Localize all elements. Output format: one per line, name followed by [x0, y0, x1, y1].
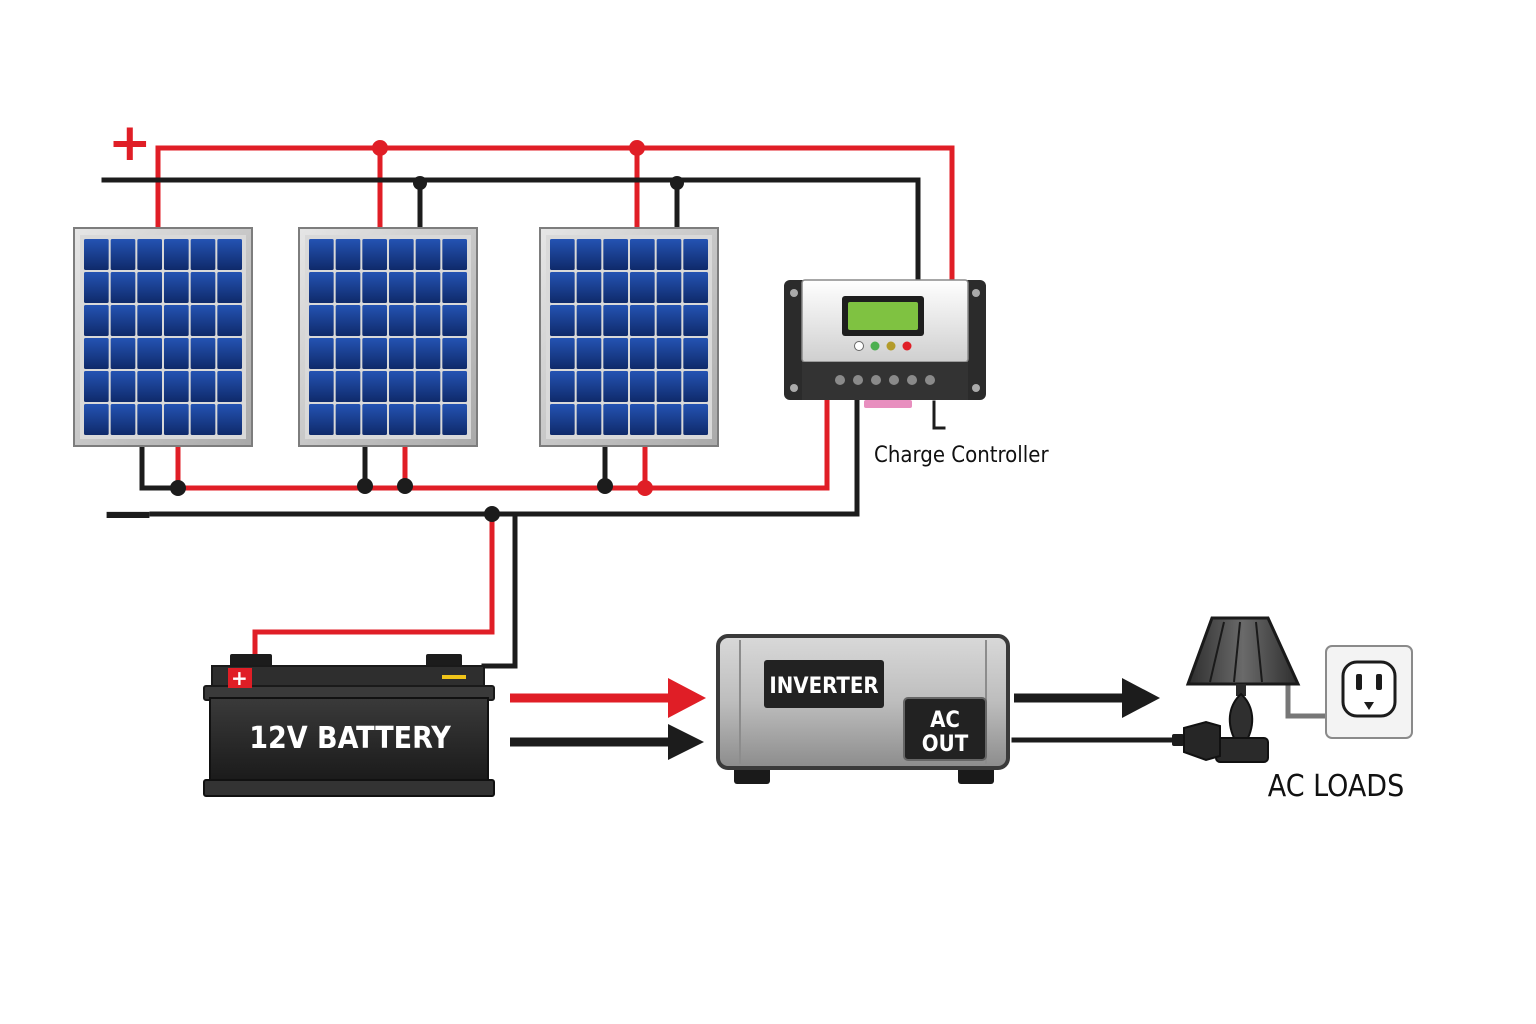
- arrow-right-icon: [668, 678, 706, 718]
- arrow-right-icon: [668, 724, 704, 760]
- solar-panel-icon: [84, 239, 242, 435]
- status-led: [902, 341, 912, 351]
- wall-outlet-icon: [1325, 645, 1413, 739]
- controller-aux-lead: [932, 400, 946, 430]
- charge-controller-label: Charge Controller: [874, 443, 1049, 468]
- negative-bus-symbol: —: [104, 484, 152, 540]
- junction-dot: [637, 480, 653, 496]
- battery-label: 12V BATTERY: [249, 721, 451, 756]
- solar-panel-icon: [550, 239, 708, 435]
- status-led: [870, 341, 880, 351]
- lamp-icon: [1185, 616, 1301, 763]
- junction-dot: [670, 176, 684, 190]
- junction-dot: [397, 478, 413, 494]
- top-negative-bus: [101, 177, 921, 283]
- junction-dots: [170, 140, 684, 522]
- status-led: [886, 341, 896, 351]
- battery-positive-lead: [252, 511, 495, 659]
- junction-dot: [629, 140, 645, 156]
- battery-plus-sign: +: [231, 666, 248, 690]
- junction-dot: [597, 478, 613, 494]
- ac-loads-label: AC LOADS: [1268, 769, 1404, 804]
- junction-dot: [484, 506, 500, 522]
- battery-icon: +: [203, 654, 495, 797]
- ac-out-label-line1: AC: [930, 708, 960, 733]
- arrow-right-icon: [1122, 678, 1160, 718]
- solar-panel-2: [298, 227, 478, 447]
- lamp-outlet-cable: [1285, 681, 1329, 719]
- inverter-label: INVERTER: [769, 674, 878, 699]
- solar-panel-3: [539, 227, 719, 447]
- solar-panel-1: [73, 227, 253, 447]
- battery-negative-marker: [442, 675, 466, 679]
- plug-icon: [1172, 720, 1221, 762]
- inverter-name-plate: [764, 660, 884, 708]
- inverter-icon: [716, 634, 1010, 784]
- charge-controller-icon: [784, 279, 986, 408]
- positive-bus-symbol: +: [108, 113, 152, 173]
- battery-positive-terminal: [228, 668, 252, 688]
- solar-panel-icon: [309, 239, 467, 435]
- ac-out-plate: [903, 697, 987, 761]
- junction-dot: [372, 140, 388, 156]
- bottom-red-link: [175, 399, 830, 491]
- terminal-screws: [835, 375, 935, 385]
- status-led: [854, 341, 864, 351]
- junction-dot: [413, 176, 427, 190]
- ac-out-label-line2: OUT: [922, 732, 969, 757]
- junction-dot: [170, 480, 186, 496]
- bottom-negative-bus: [149, 399, 860, 517]
- junction-dot: [357, 478, 373, 494]
- battery-negative-lead: [481, 511, 518, 669]
- panel1-bottom-negative: [139, 443, 181, 491]
- top-positive-bus: [155, 145, 955, 283]
- dc-flow-arrows: [510, 678, 706, 760]
- ac-flow-arrow: [1014, 678, 1160, 718]
